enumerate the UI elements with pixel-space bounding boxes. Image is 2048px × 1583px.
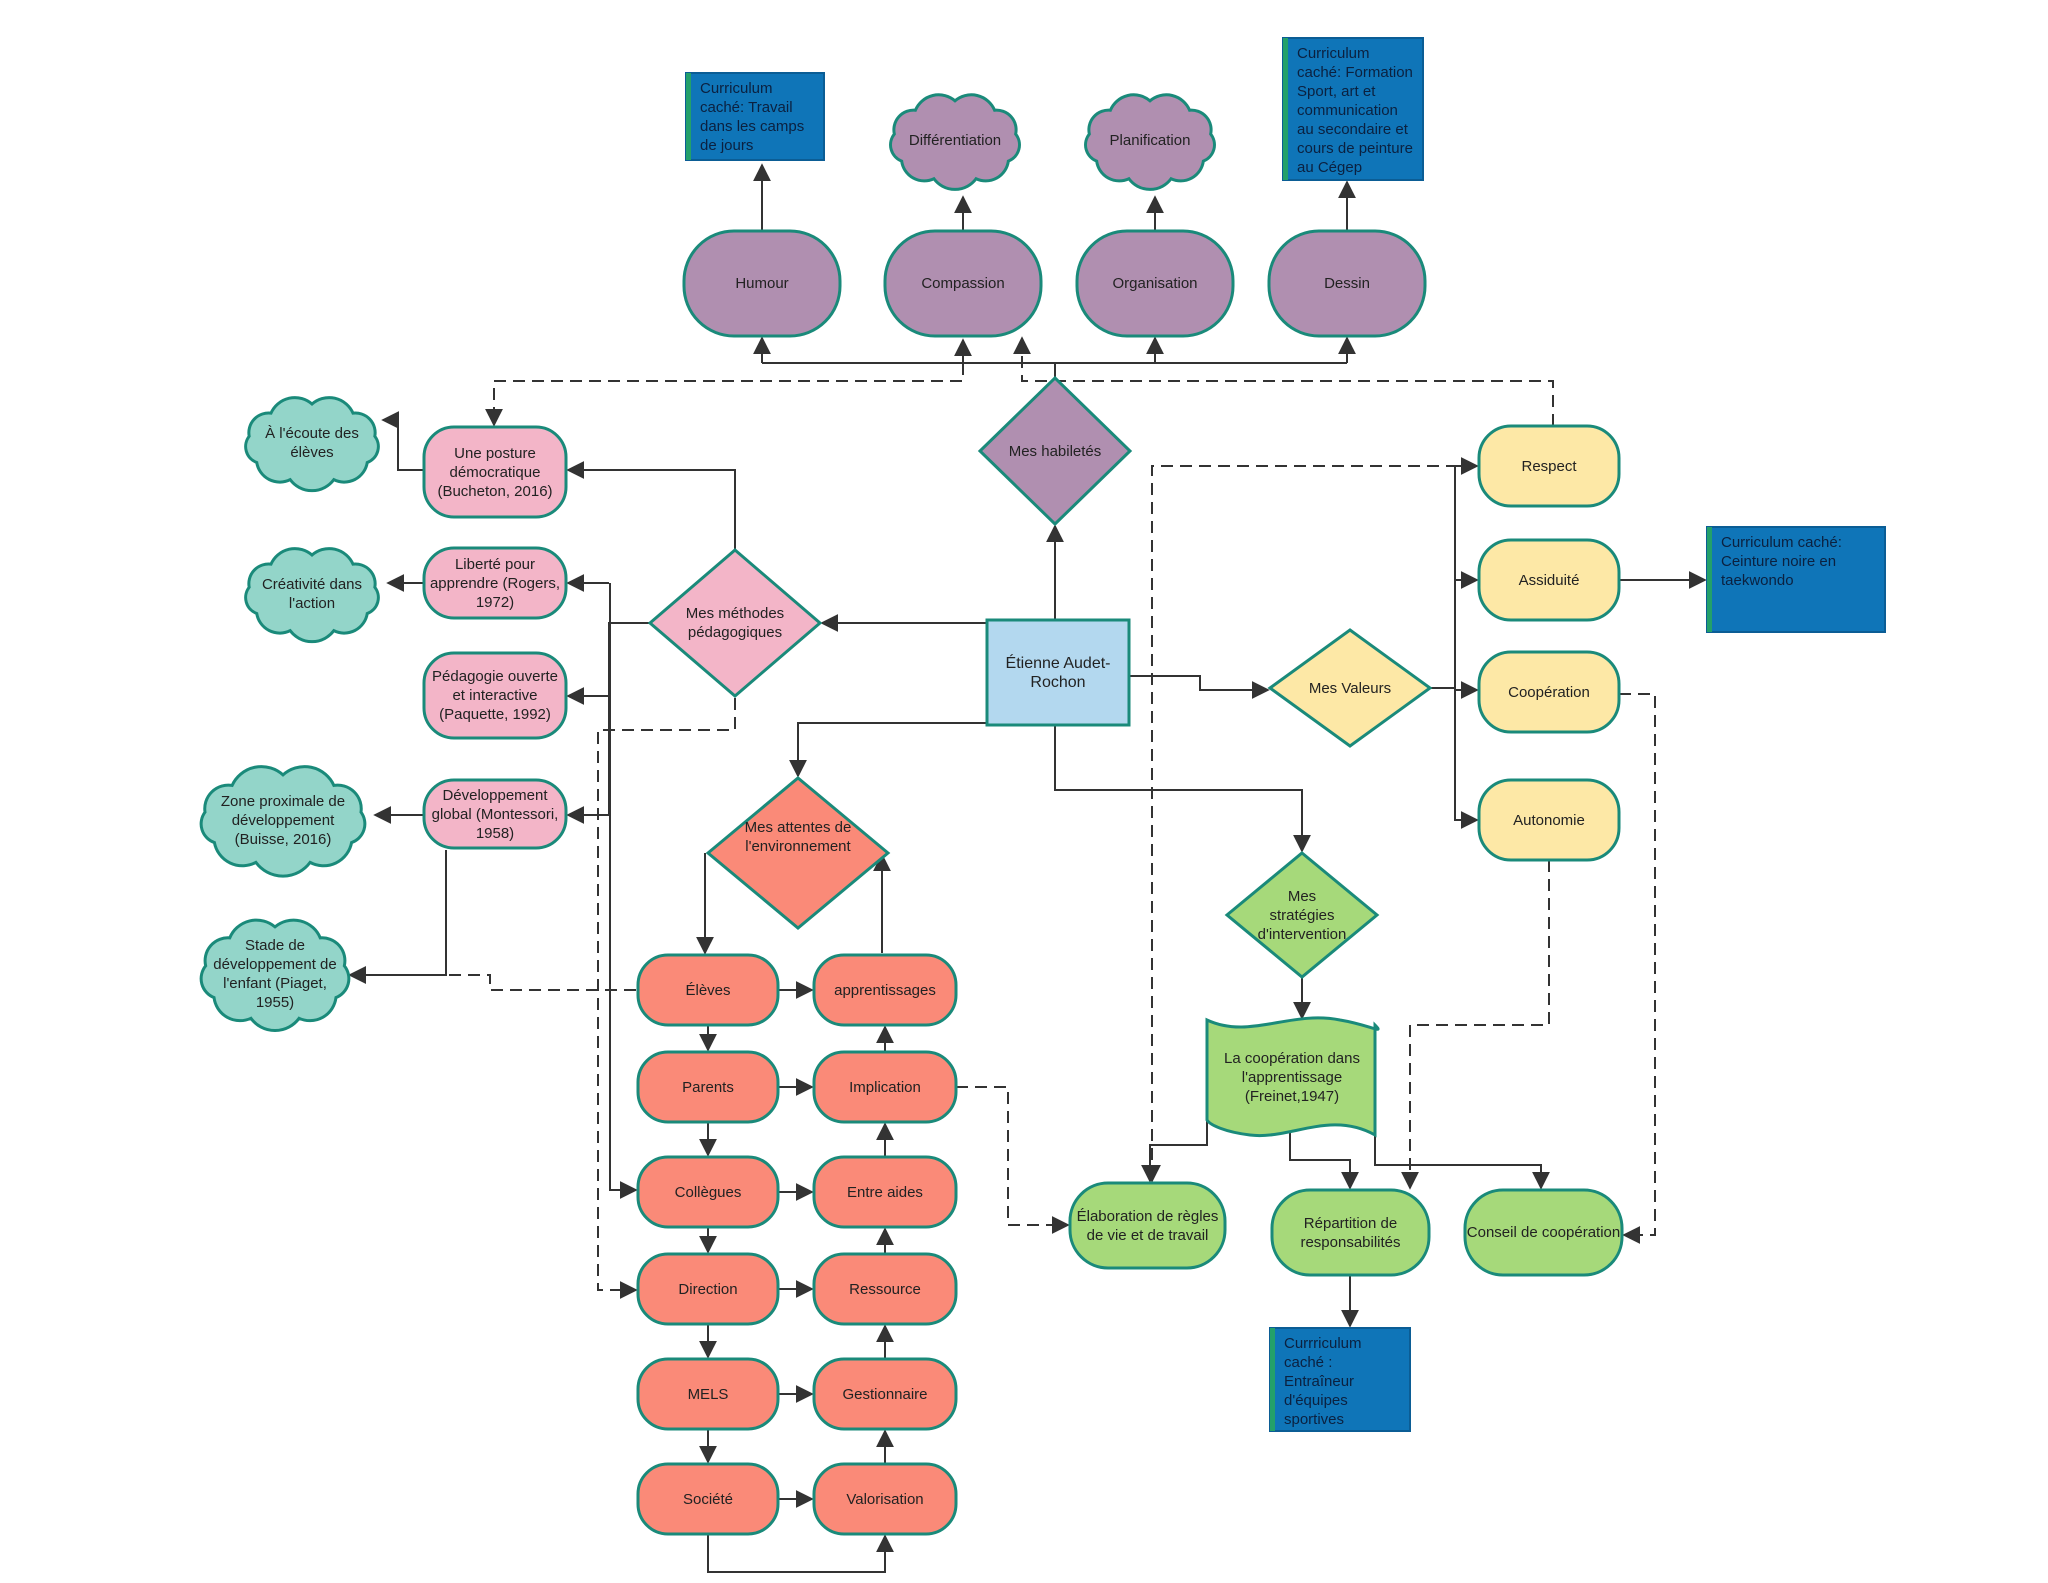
attente-collegues-shape	[636, 1155, 780, 1229]
attente-eleves-shape	[636, 953, 780, 1027]
line-autonomie-conseil	[1401, 860, 1550, 1190]
habilete-organisation-shape	[1075, 229, 1235, 338]
hidden-curriculum-camps-accent	[686, 73, 691, 160]
attente-societe-shape	[636, 1462, 780, 1536]
methode-pedagogie-shape	[422, 651, 568, 740]
line-doc-conseil	[1374, 1125, 1550, 1190]
line-methodes-direction	[597, 698, 736, 1299]
strategie-repartition-shape	[1270, 1188, 1431, 1277]
strategie-conseil-shape	[1463, 1188, 1624, 1277]
attente-mels-shape	[636, 1357, 780, 1431]
hidden-curriculum-formation-accent	[1283, 38, 1288, 180]
diamond-habiletes-shape	[977, 375, 1133, 527]
line-methodes-posture	[566, 461, 736, 550]
strategie-elaboration-shape	[1068, 1181, 1227, 1270]
line-center-valeurs	[1129, 675, 1270, 699]
cloud-zone-proximale-shape	[199, 765, 367, 878]
methode-posture-shape	[422, 425, 568, 519]
cloud-planification-shape	[1084, 93, 1216, 191]
cloud-differentiation-shape	[889, 93, 1021, 191]
habilete-compassion-shape	[883, 229, 1043, 338]
hidden-curriculum-entraineur-accent	[1270, 1328, 1275, 1431]
line-respect-elaboration	[1143, 465, 1477, 1183]
cloud-ecoute-shape	[244, 396, 380, 493]
attente-gestionnaire-shape	[812, 1357, 958, 1431]
doc-cooperation-shape	[1205, 1016, 1380, 1138]
valeur-assiduite-shape	[1477, 538, 1621, 622]
valeur-autonomie-shape	[1477, 778, 1621, 862]
line-doc-repartition	[1289, 1130, 1359, 1190]
attente-ressource-shape	[812, 1252, 958, 1326]
line-compassion-posture	[485, 363, 964, 427]
hidden-curriculum-camps-shape	[685, 72, 825, 161]
methode-developpement-shape	[422, 778, 568, 850]
line-eleves-piaget	[348, 966, 636, 991]
diamond-methodes-shape	[647, 548, 823, 698]
line-valeurs-autonomie	[1454, 688, 1479, 829]
attente-entre-aides-shape	[812, 1155, 958, 1229]
hidden-curriculum-taekwondo-accent	[1707, 527, 1712, 632]
attente-valorisation-shape	[812, 1462, 958, 1536]
line-liberte-collegues	[609, 583, 638, 1199]
valeur-cooperation-shape	[1477, 650, 1621, 734]
habilete-dessin-shape	[1267, 229, 1427, 338]
center-node-shape	[985, 618, 1131, 727]
line-posture-ecoute	[381, 411, 424, 471]
cloud-stade-piaget-shape	[199, 918, 351, 1032]
line-center-strategies	[1054, 725, 1311, 853]
diamond-valeurs-shape	[1267, 628, 1433, 748]
line-cooperation-conseil	[1619, 693, 1656, 1244]
methode-liberte-shape	[422, 546, 568, 620]
habilete-humour-shape	[682, 229, 842, 338]
hidden-curriculum-taekwondo-shape	[1706, 526, 1886, 633]
diamond-attentes-shape	[705, 776, 891, 930]
cloud-creativite-shape	[244, 547, 380, 644]
line-implication-elaboration	[956, 1086, 1070, 1234]
line-center-attentes	[789, 722, 987, 778]
attente-apprentissages-shape	[812, 953, 958, 1027]
hidden-curriculum-formation-shape	[1282, 37, 1424, 181]
line-societe-valorisation	[707, 1534, 894, 1573]
hidden-curriculum-entraineur-shape	[1269, 1327, 1411, 1432]
line-respect-habiletes	[1013, 336, 1554, 426]
attente-parents-shape	[636, 1050, 780, 1124]
attente-implication-shape	[812, 1050, 958, 1124]
valeur-respect-shape	[1477, 424, 1621, 508]
line-doc-elaboration	[1141, 1110, 1208, 1183]
diamond-strategies-shape	[1224, 851, 1380, 979]
attente-direction-shape	[636, 1252, 780, 1326]
